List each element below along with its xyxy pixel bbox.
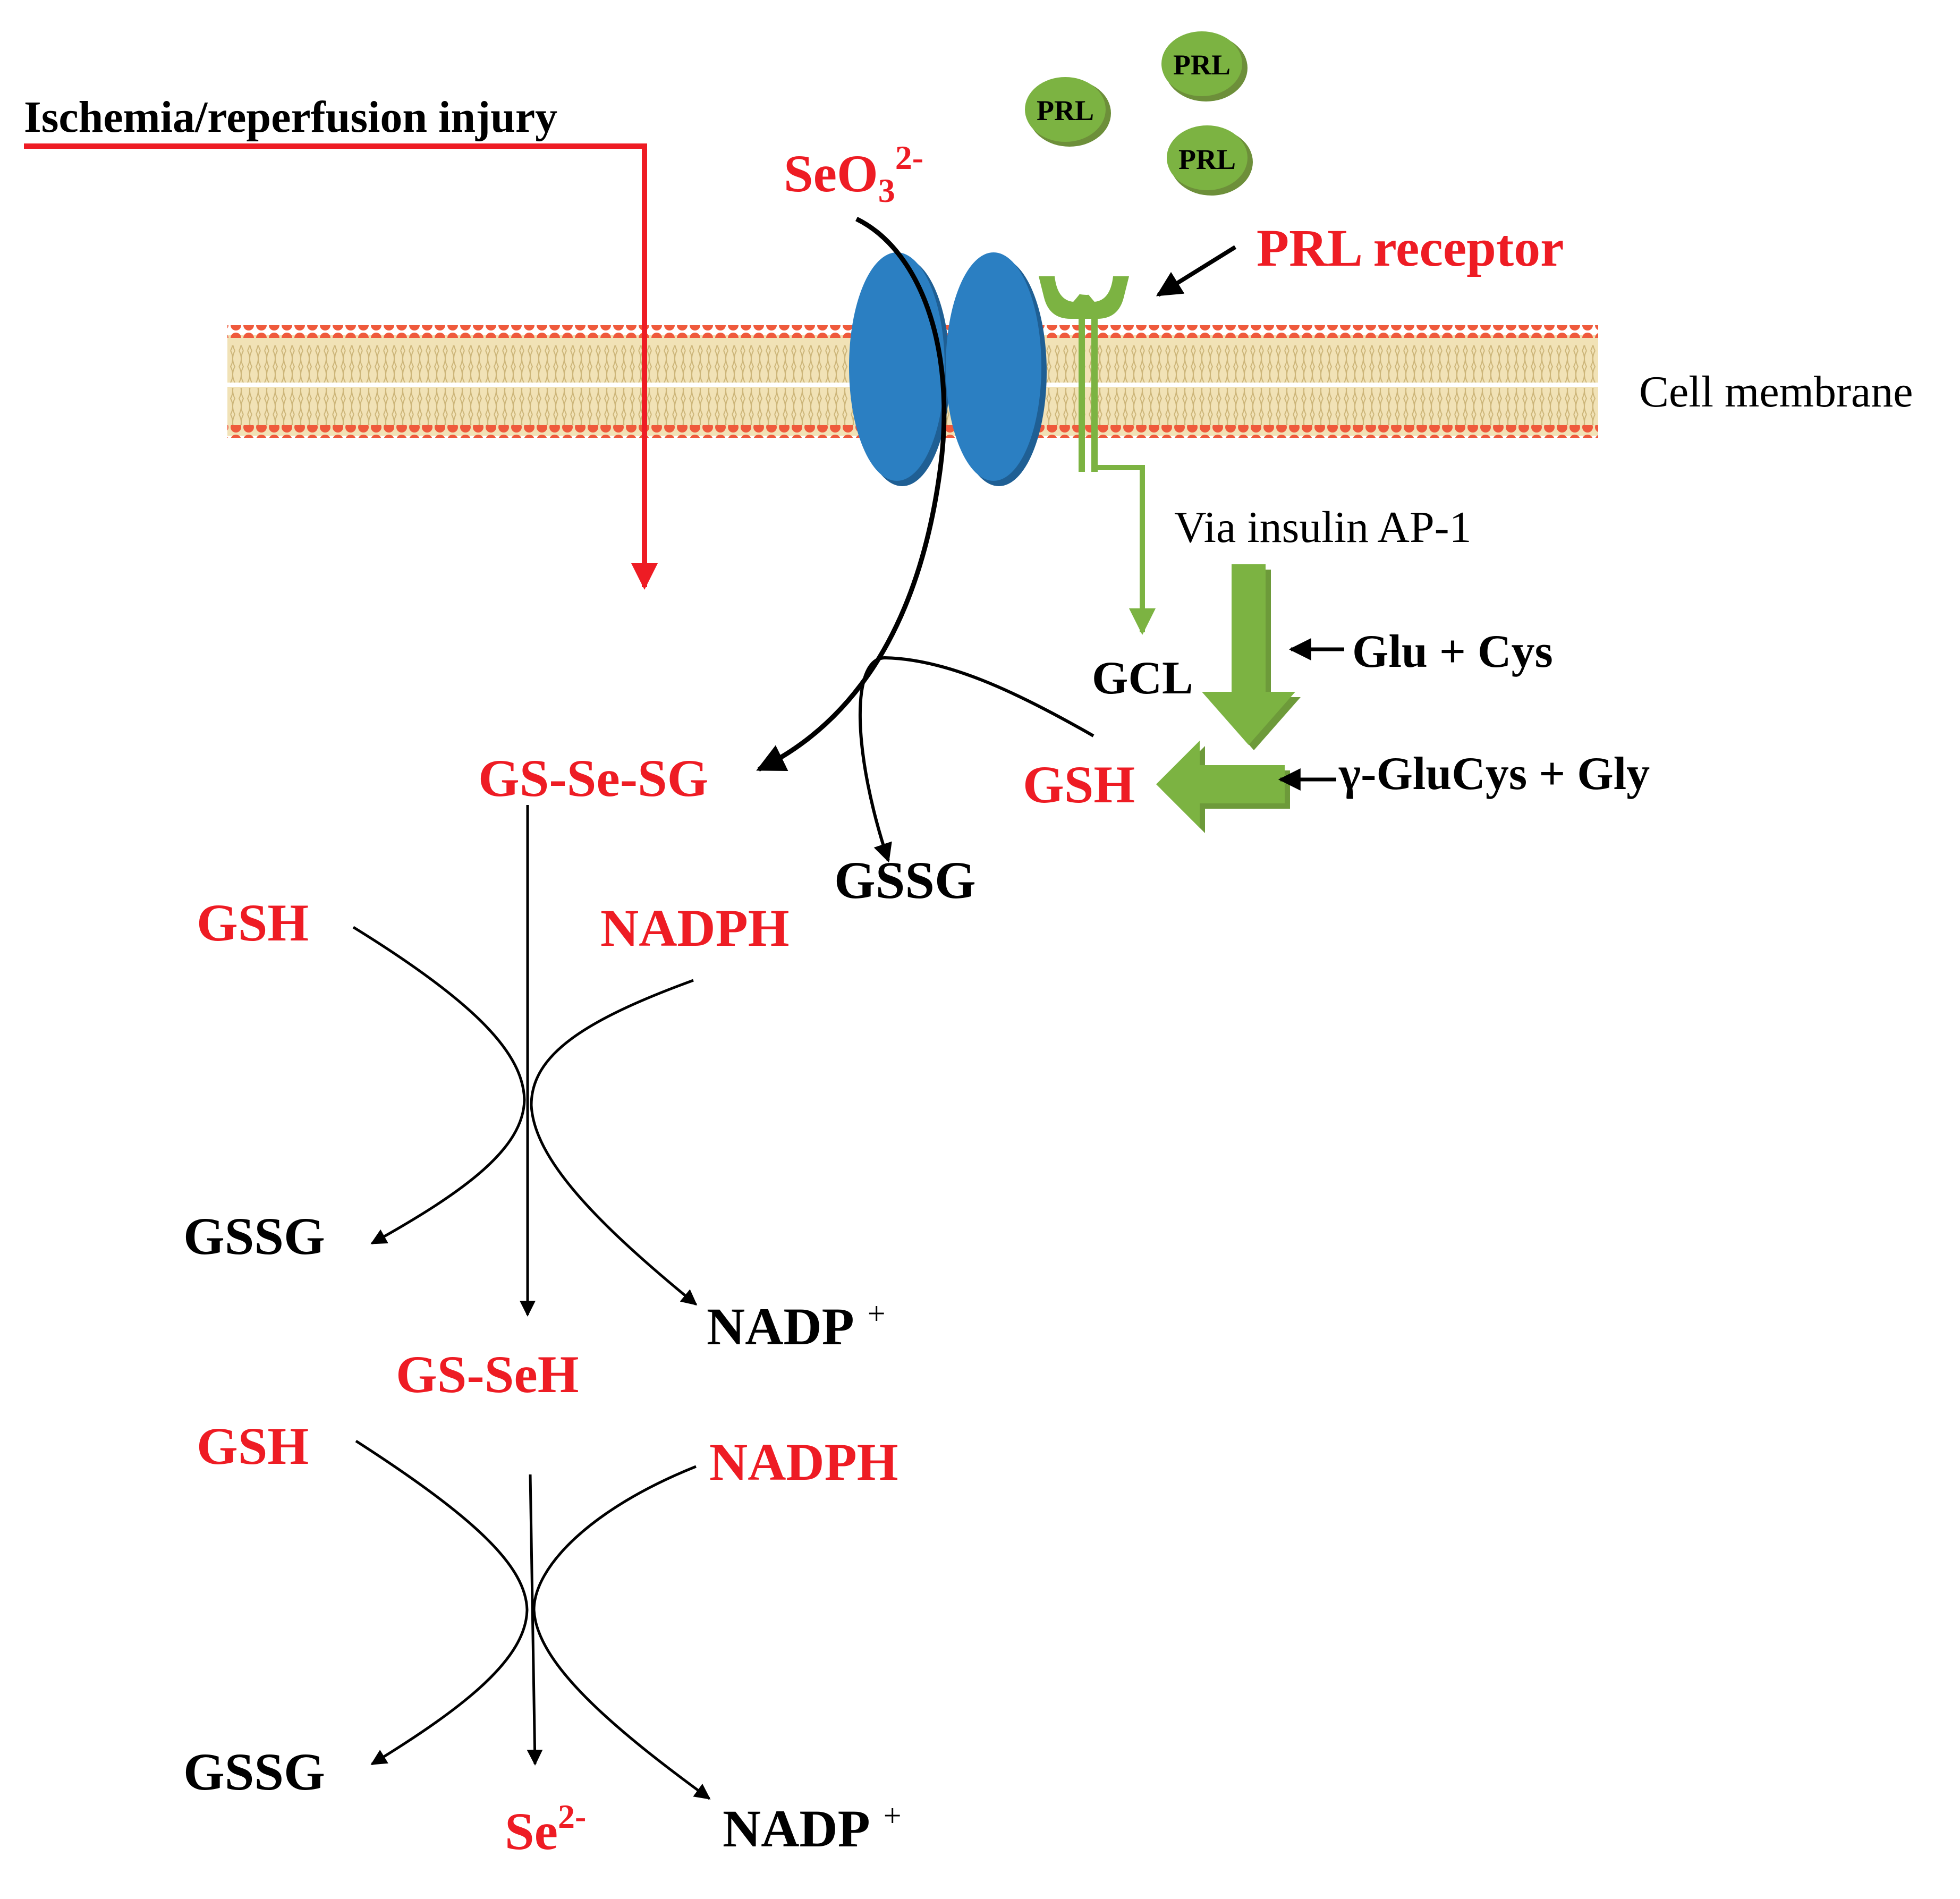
- prl-receptor-pointer: [1156, 245, 1237, 297]
- gs-seh-label: GS-SeH: [396, 1345, 579, 1404]
- cell-membrane-label: Cell membrane: [1639, 367, 1913, 417]
- gsh-1-label: GSH: [197, 893, 309, 952]
- gs-se-sg-label: GS-Se-SG: [478, 749, 708, 808]
- prl-receptor: [1039, 263, 1156, 635]
- prl-label-1: PRL: [1037, 95, 1094, 126]
- gssg-1-label: GSSG: [183, 1207, 325, 1266]
- selenite-transporter: [849, 252, 1047, 486]
- gsh-oxidation-arrow: [859, 656, 1094, 863]
- glucys-gly-label: γ-GluCys + Gly: [1338, 748, 1650, 800]
- ischemia-arrow: [24, 143, 658, 590]
- selenite-uptake-arrow: [756, 216, 947, 772]
- via-insulin-label: Via insulin AP-1: [1174, 503, 1472, 552]
- nadp-1-label: NADP+: [707, 1296, 886, 1356]
- reaction-2-nadph-arrow: [532, 1465, 711, 1800]
- gssg-2-label: GSSG: [183, 1742, 325, 1801]
- gcl-label: GCL: [1092, 652, 1193, 704]
- reaction-2-gsh-arrow: [355, 1439, 529, 1766]
- reaction-1-nadph-arrow: [530, 979, 698, 1305]
- glu-cys-label: Glu + Cys: [1352, 626, 1553, 677]
- prl-ligand-1: PRL: [1025, 77, 1111, 147]
- selenide-label: Se2-: [505, 1798, 586, 1861]
- nadp-2-label: NADP+: [723, 1798, 902, 1858]
- prl-label-2: PRL: [1173, 49, 1231, 81]
- gsh-synthesis-arrow: [1156, 741, 1290, 833]
- ischemia-label: Ischemia/reperfusion injury: [24, 92, 557, 142]
- nadph-1-label: NADPH: [600, 898, 790, 957]
- gsh-2-label: GSH: [197, 1417, 309, 1476]
- prl-label-3: PRL: [1178, 143, 1236, 175]
- prl-ligand-3: PRL: [1167, 125, 1253, 196]
- prl-ligand-2: PRL: [1161, 31, 1248, 101]
- nadph-2-label: NADPH: [709, 1432, 898, 1491]
- gsh-top-label: GSH: [1023, 755, 1135, 814]
- gssg-top-label: GSSG: [834, 851, 976, 910]
- selenite-label: SeO32-: [784, 139, 923, 209]
- reaction-2-main-arrow: [527, 1474, 543, 1766]
- reaction-1-gsh-arrow: [352, 926, 526, 1245]
- prl-receptor-label: PRL receptor: [1257, 218, 1564, 277]
- gcl-synthesis-arrow: [1202, 564, 1301, 750]
